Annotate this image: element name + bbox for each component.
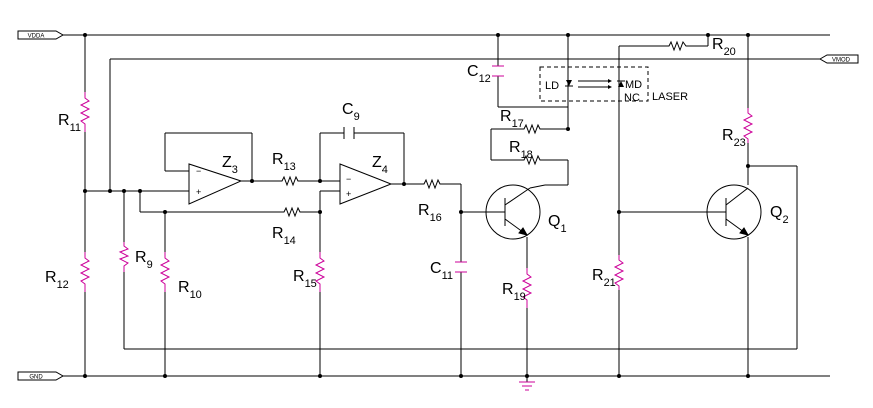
label-c9: C9: [342, 101, 360, 123]
label-r21: R21: [592, 267, 616, 289]
laser-ld-label: LD: [545, 80, 559, 92]
opamp-z3-plus: +: [196, 187, 201, 197]
label-r16: R16: [418, 202, 442, 224]
port-vdda: VDDA: [17, 30, 65, 40]
label-c11: C11: [430, 260, 453, 282]
label-r15: R15: [293, 268, 317, 290]
transistor-q2: [706, 184, 762, 240]
monitor-diode-icon: [618, 81, 624, 87]
port-vmod-label: VMOD: [832, 58, 851, 64]
opamp-z4-plus: +: [346, 189, 351, 199]
resistor-r9: [118, 242, 130, 272]
resistor-r18: [520, 154, 542, 166]
resistor-r23: [742, 108, 754, 143]
capacitor-c11: [455, 261, 467, 273]
laser-diode-icon: [566, 80, 572, 86]
label-c12: C12: [467, 63, 491, 85]
capacitors: [343, 65, 504, 273]
laser-module: LD MD NC LASER: [539, 66, 688, 104]
label-q1: Q1: [548, 213, 567, 235]
opamp-z4: − +: [339, 163, 393, 205]
resistor-r14: [280, 206, 302, 218]
resistor-r21: [613, 255, 625, 290]
ground-icon: [519, 381, 535, 391]
resistor-r20: [665, 40, 690, 52]
resistor-r10: [159, 252, 171, 292]
resistor-r16: [420, 178, 442, 190]
label-r10: R10: [178, 279, 202, 301]
opamp-z3: − +: [188, 163, 243, 205]
resistor-r19: [521, 268, 533, 308]
opamp-z4-minus: −: [346, 174, 351, 184]
label-r20: R20: [712, 36, 736, 58]
label-r19: R19: [502, 281, 526, 303]
capacitor-c9: [343, 127, 355, 139]
laser-nc-label: NC: [624, 92, 640, 104]
label-z4: Z4: [372, 154, 388, 176]
label-z3: Z3: [222, 154, 238, 176]
resistor-r11: [79, 92, 91, 132]
label-r23: R23: [722, 127, 746, 149]
port-vdda-label: VDDA: [28, 34, 45, 40]
resistor-r12: [79, 252, 91, 292]
opamp-z3-minus: −: [196, 166, 201, 176]
label-r11: R11: [58, 112, 81, 134]
wires: [63, 34, 830, 382]
laser-label: LASER: [652, 91, 688, 103]
resistor-r13: [278, 175, 300, 187]
label-r9: R9: [135, 249, 153, 271]
junctions: [83, 33, 750, 378]
label-r14: R14: [272, 225, 296, 247]
label-r13: R13: [272, 151, 296, 173]
resistors: [79, 92, 754, 308]
port-gnd-label: GND: [29, 375, 43, 381]
resistors-horizontal: [278, 40, 690, 218]
port-vmod: VMOD: [818, 54, 859, 64]
capacitor-c12: [492, 65, 504, 77]
resistor-r17: [520, 123, 542, 135]
laser-md-label: MD: [625, 79, 642, 91]
transistor-q1: [485, 184, 546, 240]
resistor-r15: [314, 252, 326, 292]
component-labels: R11 R12 R9 R10 R13 R14 R15 R16 R17 R18 R…: [45, 36, 789, 303]
label-q2: Q2: [770, 204, 789, 226]
label-r17: R17: [500, 108, 524, 130]
port-gnd: GND: [17, 371, 65, 381]
label-r12: R12: [45, 269, 69, 291]
label-r18: R18: [509, 139, 533, 161]
